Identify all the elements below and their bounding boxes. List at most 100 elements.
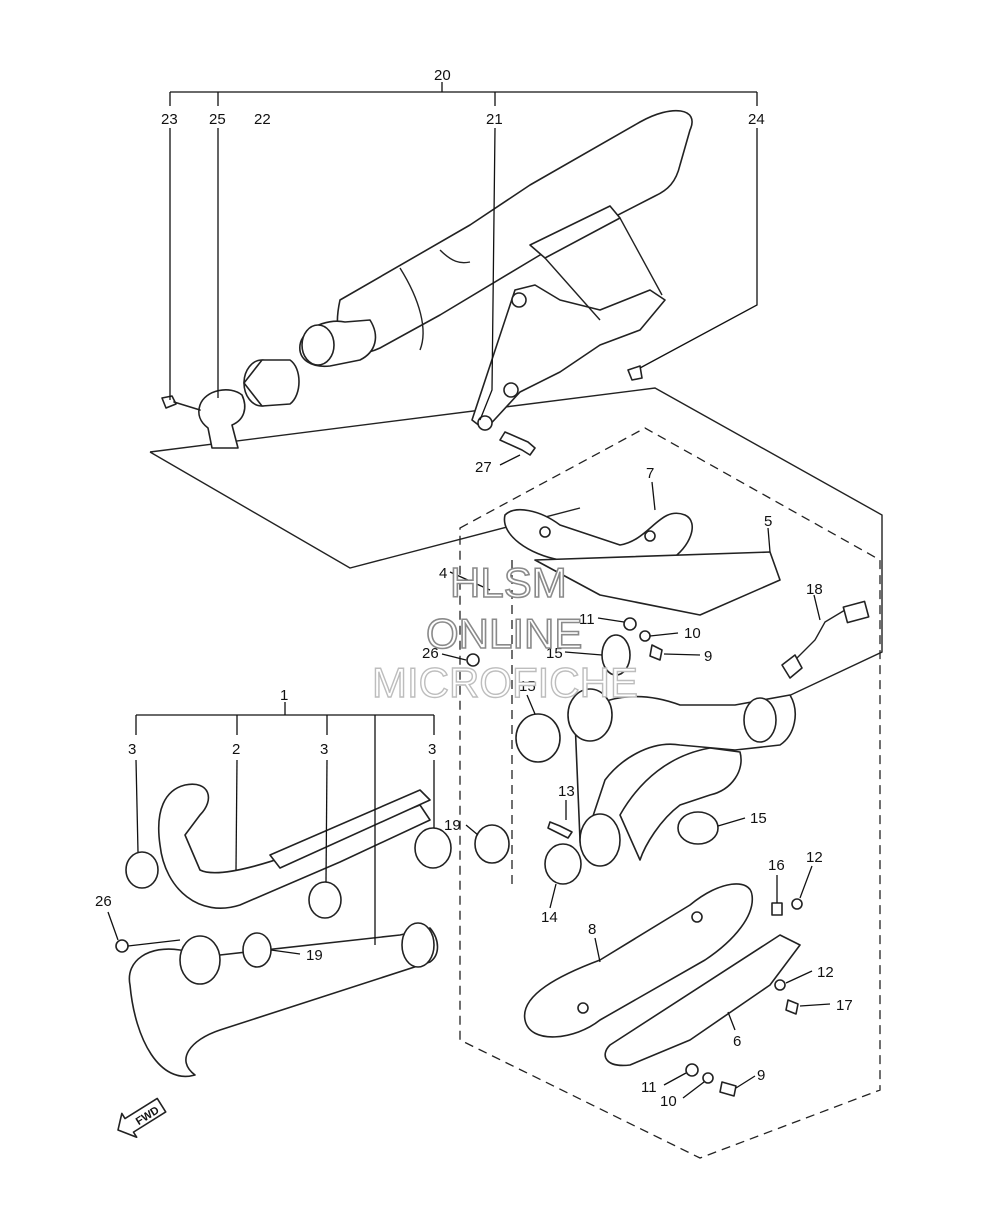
label-11-upper: 11 [579,611,595,628]
leader-27 [499,454,521,466]
label-16: 16 [768,857,785,874]
label-3-right: 3 [428,741,436,758]
exhaust-pipe-assembly [115,783,452,1078]
nut-12-upper [791,898,803,910]
leader-11a [597,617,625,623]
watermark: HLSM ONLINE MICROFICHE [371,558,638,707]
bolt-23 [161,395,201,411]
heat-protector-5 [534,551,781,616]
leader-18 [813,594,821,621]
leader-5 [767,527,771,553]
watermark-line3: MICROFICHE [372,659,638,706]
clamp-15-right [677,811,719,845]
heat-protector-upper [503,509,781,616]
leader-26a [441,653,467,661]
pipe-2-heat-shield [269,789,431,869]
muffler-inlet-end [301,324,335,366]
nut-12-lower [774,979,786,991]
protector8-hole-2 [691,911,703,923]
pipe-clamp-3-left [125,851,159,889]
label-21: 21 [486,111,503,128]
clamp-25 [198,389,246,449]
label-8: 8 [588,921,596,938]
protector8-hole-1 [577,1002,589,1014]
label-25: 25 [209,111,226,128]
gasket-19-lower [242,932,272,968]
lower-pipe-end [401,922,435,968]
leader-9a [663,653,701,656]
label-3-mid: 3 [320,741,328,758]
protector-bolt-hole-2 [644,530,656,542]
label-4: 4 [439,565,447,582]
leader-17 [799,1003,831,1007]
bolt-24 [627,365,643,381]
sensor-wire [789,609,846,666]
label-26-lower: 26 [95,893,112,910]
label-6: 6 [733,1033,741,1050]
label-13: 13 [558,783,575,800]
leader-15b [526,694,536,715]
joint-14 [544,843,582,885]
washer-10-upper [639,630,651,642]
small-parts [466,617,719,885]
pipe-flange-lower [579,813,621,867]
leader-15c [717,817,746,827]
bracket-hole-1 [511,292,527,308]
leader-1 [135,702,435,945]
exhaust-pipe-2 [158,783,431,909]
leader-15a [564,651,603,656]
leader-4 [449,571,491,591]
exhaust-pipe-lower [128,927,439,1078]
leader-11b [663,1072,687,1086]
watermark-line2: ONLINE [426,610,582,657]
leader-2 [235,759,238,871]
label-19-upper: 19 [444,817,461,834]
label-7: 7 [646,465,654,482]
dashed-region [459,427,881,1159]
muffler-seam [439,249,471,264]
bolt-13 [547,821,573,839]
leader-19a [465,824,479,836]
label-14: 14 [541,909,558,926]
clamp-15-left [515,713,561,763]
leader-10b [682,1081,705,1099]
leader-10a [649,632,679,637]
leader-26b [107,911,119,941]
label-17: 17 [836,997,853,1014]
washer-10-lower [702,1072,714,1084]
leader-19b [270,949,301,955]
label-1: 1 [280,687,288,704]
label-23: 23 [161,111,178,128]
label-5: 5 [764,513,772,530]
heat-protector-lower [523,883,803,1097]
leader-24 [639,128,758,369]
nut-26-upper [466,653,480,667]
part-16 [771,902,783,916]
leader-21 [479,127,496,421]
leader-9b [735,1075,756,1089]
label-20: 20 [434,67,451,84]
label-3-left: 3 [128,741,136,758]
label-15-left: 15 [519,678,536,695]
leader-3a [135,759,139,853]
nut-11-upper [623,617,637,631]
fwd-arrow: FWD [117,1097,167,1139]
pipe-outlet-ring [743,697,777,743]
leader-12a [799,865,813,899]
leader-lines [107,82,831,1099]
leader-7 [651,481,656,511]
leader-8 [594,937,601,963]
leader-26b-ext [127,939,181,947]
gasket-22-sleeve [243,359,300,407]
pipe-clamp-3-right [414,827,452,869]
label-12-lower: 12 [817,964,834,981]
lower-pipe-flange [179,935,221,985]
label-18: 18 [806,581,823,598]
y-pipe-lower-branch [619,747,742,861]
label-9-lower: 9 [757,1067,765,1084]
bolt-9-upper [649,644,663,661]
watermark-line1: HLSM [450,559,567,606]
gasket-19-upper [474,824,510,864]
protector-bolt-hole-1 [539,526,551,538]
